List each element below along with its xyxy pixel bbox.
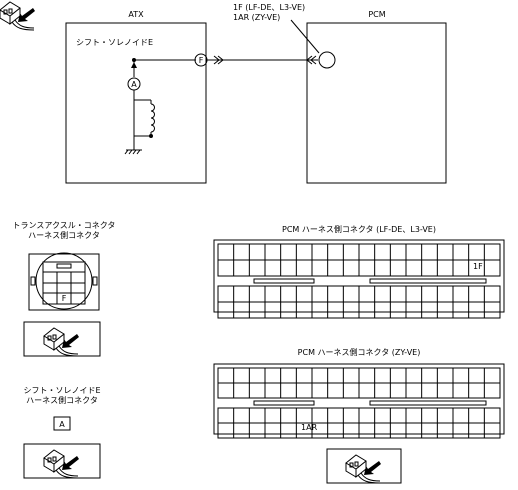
solenoid-connector-title: シフト・ソレノイドE: [23, 386, 101, 395]
connector-a-letter: A: [131, 80, 137, 89]
solenoid-connector-letter: A: [59, 420, 65, 429]
pcm-label: PCM: [368, 10, 386, 19]
chevron-left-icon: [306, 55, 313, 65]
pcm-zy-title: PCM ハーネス側コネクタ (ZY-VE): [297, 348, 421, 357]
junction-dot: [132, 58, 136, 62]
pcm-connector-zy: [213, 363, 505, 439]
pcm-zy-pin-1ar: 1AR: [301, 423, 318, 432]
solenoid-label: シフト・ソレノイドE: [76, 38, 154, 47]
connector-icon-box: [23, 443, 101, 479]
chevron-right-icon: [213, 55, 220, 65]
ground-icon: [128, 149, 133, 155]
terminal-label-lf: 1F (LF-DE、L3-VE): [233, 3, 306, 12]
ground-icon: [136, 149, 141, 155]
connector-icon-box: [326, 448, 402, 484]
terminal-leader-line: [290, 19, 320, 54]
ground-icon: [132, 149, 137, 155]
key-slot: [369, 400, 487, 406]
key-slot: [253, 400, 315, 406]
junction-dot: [149, 134, 153, 138]
ground-icon: [124, 149, 129, 155]
terminal-marker-icon: [131, 62, 137, 68]
chevron-right-icon: [217, 55, 224, 65]
connector-f-letter: F: [199, 56, 204, 65]
pcm-box: [306, 22, 447, 184]
pcm-lf-pin-1f: 1F: [473, 262, 483, 271]
connector-icon-box: [23, 321, 101, 357]
pcm-lf-title: PCM ハーネス側コネクタ (LF-DE、L3-VE): [282, 225, 436, 234]
key-slot: [253, 278, 315, 284]
connector-f-circle: [194, 53, 208, 67]
terminal-label-zy: 1AR (ZY-VE): [233, 13, 281, 22]
connector-plug-icon: [345, 454, 382, 484]
connector-plug-icon: [0, 1, 35, 31]
solenoid-connector-box: [53, 416, 71, 431]
connector-plug-icon: [43, 327, 80, 357]
trans-connector-outline: [35, 252, 93, 310]
trans-connector-cell-f: F: [62, 294, 67, 303]
pcm-connector-lf: [213, 239, 505, 319]
trans-connector-frame: [28, 253, 100, 311]
solenoid-connector-subtitle: ハーネス側コネクタ: [26, 396, 98, 405]
trans-connector-subtitle: ハーネス側コネクタ: [28, 231, 100, 240]
chevron-left-icon: [310, 55, 317, 65]
atx-box: [65, 22, 207, 184]
atx-label: ATX: [128, 10, 144, 19]
pcm-terminal-circle: [318, 51, 336, 69]
connector-plug-icon: [43, 449, 80, 479]
solenoid-coil-icon: [150, 103, 155, 133]
key-slot: [369, 278, 487, 284]
trans-connector-title: トランスアクスル・コネクタ: [12, 221, 116, 230]
